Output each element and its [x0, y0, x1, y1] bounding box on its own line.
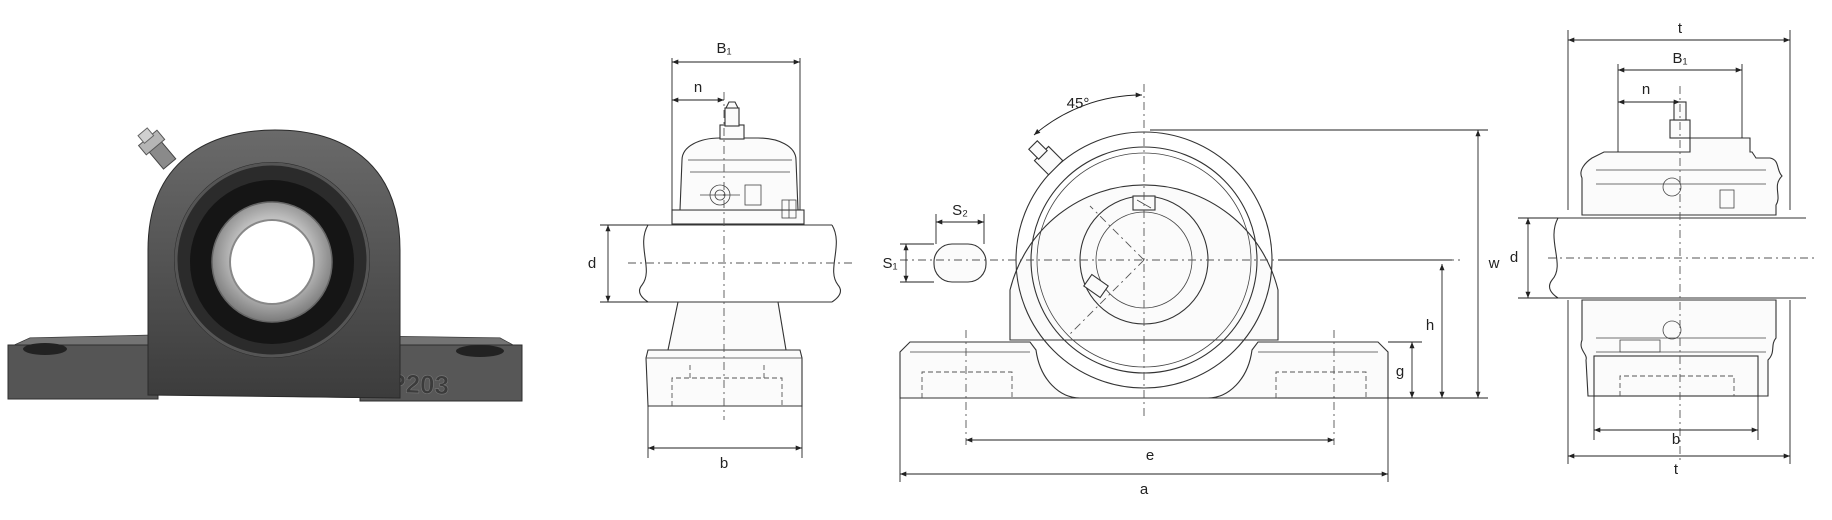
bearing-photo: P203	[7, 127, 523, 402]
dim-s1-label: S₁	[882, 255, 897, 272]
dim-n-label: n	[694, 79, 702, 96]
front-view: 45° S₂ S₁ w h g e a	[882, 84, 1500, 498]
dim-s2-label: S₂	[952, 202, 968, 219]
dim-e-label: e	[1146, 447, 1154, 464]
dim-b1-right-label: B₁	[1672, 50, 1687, 67]
dim-n-right-label: n	[1642, 81, 1650, 98]
side-view-left: B₁ n d b	[588, 40, 852, 472]
dim-b-right-label: b	[1672, 431, 1680, 448]
dim-t-top-label: t	[1678, 20, 1683, 37]
side-view-right: t B₁ n d b t	[1510, 20, 1818, 478]
dim-w-label: w	[1488, 255, 1500, 272]
dim-d-label: d	[588, 255, 596, 272]
dim-h-label: h	[1426, 317, 1434, 334]
dim-d-right-label: d	[1510, 249, 1518, 266]
dim-b1-label: B₁	[716, 40, 731, 57]
dim-a-label: a	[1140, 481, 1149, 498]
dim-g-label: g	[1396, 363, 1404, 380]
dim-t-bottom-label: t	[1674, 461, 1679, 478]
dim-b-label: b	[720, 455, 728, 472]
dim-angle-label: 45°	[1067, 95, 1090, 112]
